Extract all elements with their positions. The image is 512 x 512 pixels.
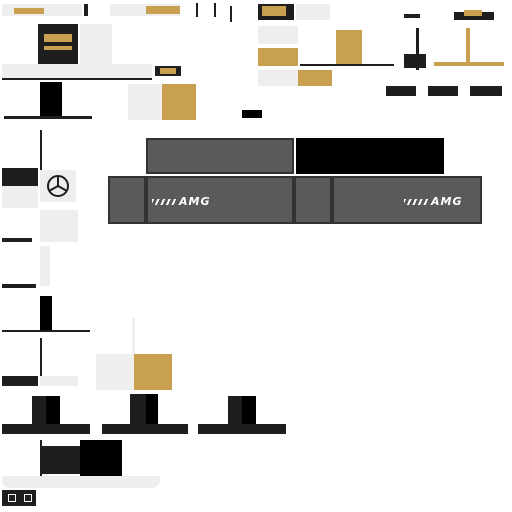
atlas-thin-line-3	[230, 6, 232, 22]
amg-logo-right-text: AMG	[431, 195, 463, 208]
atlas-left-dark	[2, 168, 38, 186]
atlas-small-mount-1	[386, 86, 416, 96]
atlas-left-light	[2, 186, 38, 208]
atlas-light-block	[128, 84, 162, 120]
atlas-base-strip	[2, 64, 152, 78]
atlas-black-column	[40, 82, 62, 118]
atlas-gold-strip-mid	[146, 6, 180, 14]
atlas-gold-block	[162, 84, 196, 120]
knob-icon	[160, 68, 176, 74]
amg-panel-right: AMG	[332, 176, 482, 224]
atlas-gold-panel-2	[134, 354, 172, 390]
atlas-vert-lower	[40, 338, 42, 378]
atlas-rt-box	[258, 26, 298, 44]
amg-panel-top	[146, 138, 294, 174]
amg-logo-left: AMG	[152, 196, 211, 208]
atlas-gold-bar	[434, 62, 504, 66]
amg-panel-left: AMG	[146, 176, 294, 224]
atlas-small-mount	[242, 110, 262, 118]
atlas-rt-line	[300, 64, 394, 66]
atlas-black-base	[4, 116, 92, 119]
atlas-left-base-2	[2, 284, 36, 288]
atlas-gold-strip-top	[14, 8, 44, 14]
atlas-base-line	[2, 78, 152, 80]
atlas-light-panel-2	[96, 354, 134, 390]
atlas-lower-light	[40, 376, 78, 386]
atlas-bottom-icon-1	[8, 494, 16, 502]
atlas-gold-panel	[336, 30, 362, 64]
amg-logo-right: AMG	[404, 196, 463, 208]
atlas-rt-gold-3	[298, 70, 332, 86]
atlas-bracket	[40, 296, 52, 330]
atlas-small-mount-3	[470, 86, 502, 96]
atlas-bracket-c-base	[198, 424, 286, 434]
atlas-bottom-icon-2	[24, 494, 32, 502]
atlas-seat-trim	[464, 10, 482, 16]
atlas-thin-line-2	[214, 3, 216, 17]
amg-panel-top-black	[296, 138, 444, 174]
atlas-bracket-c-inner	[242, 396, 256, 424]
atlas-bottom-dark	[40, 446, 80, 474]
atlas-mini-dark	[84, 4, 88, 16]
atlas-bracket-a-base	[2, 424, 90, 434]
atlas-left-light-3	[40, 246, 50, 286]
atlas-lower-dark	[2, 376, 38, 386]
atlas-thin-line	[196, 3, 198, 17]
amg-panel-side-left	[108, 176, 146, 224]
pedal-icon	[404, 14, 420, 18]
atlas-left-base-1	[2, 238, 32, 242]
atlas-dashboard-trim-2	[44, 46, 72, 50]
atlas-left-base-3	[2, 330, 90, 332]
atlas-rt-box-2	[258, 70, 298, 86]
atlas-rt-light	[296, 4, 330, 20]
atlas-dashboard-piece	[38, 24, 78, 64]
atlas-bracket-b-inner	[146, 394, 158, 424]
mercedes-grille-icon	[40, 170, 76, 202]
atlas-dashboard-trim	[44, 34, 72, 42]
amg-logo-left-text: AMG	[179, 195, 211, 208]
atlas-post-foot	[404, 54, 426, 68]
atlas-post-gold	[466, 28, 470, 66]
atlas-bracket-b-base	[102, 424, 188, 434]
atlas-rt-gold-2	[258, 48, 298, 66]
atlas-bracket-a-inner	[46, 396, 60, 424]
atlas-left-light-2	[40, 210, 78, 242]
atlas-post	[416, 28, 419, 70]
atlas-left-vert	[40, 130, 42, 170]
atlas-bottom-light	[2, 476, 160, 488]
seat-icon	[454, 12, 494, 20]
atlas-small-mount-2	[428, 86, 458, 96]
amg-panel-mid	[294, 176, 332, 224]
atlas-panel-vert-line	[132, 318, 135, 354]
atlas-rt-gold	[262, 6, 286, 16]
amg-stripes-icon-2	[404, 199, 428, 205]
amg-stripes-icon	[152, 199, 176, 205]
